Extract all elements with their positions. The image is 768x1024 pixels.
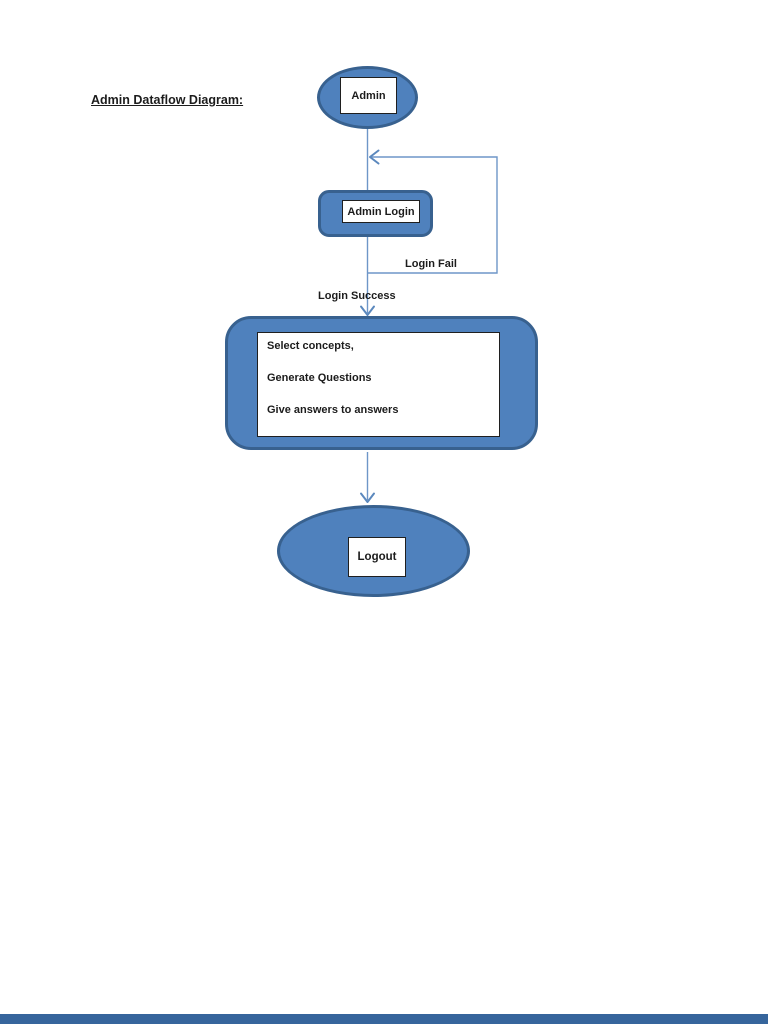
logout-label-box: Logout [348, 537, 406, 577]
admin-login-label: Admin Login [347, 205, 415, 218]
login-success-label: Login Success [318, 290, 396, 302]
process-line-generate-questions: Generate Questions [267, 372, 372, 384]
arrowhead-login-fail [369, 149, 380, 165]
arrowhead-to-logout [360, 492, 375, 503]
process-line-select-concepts: Select concepts, [267, 340, 354, 352]
logout-label: Logout [357, 551, 397, 563]
admin-node-label: Admin [351, 89, 386, 102]
admin-node-label-box: Admin [340, 77, 397, 114]
admin-login-label-box: Admin Login [342, 200, 420, 223]
page-title: Admin Dataflow Diagram: [91, 93, 244, 107]
login-fail-label: Login Fail [405, 258, 457, 270]
logout-node: Logout [277, 505, 470, 597]
process-line-give-answers: Give answers to answers [267, 404, 399, 416]
bottom-blue-bar [0, 1014, 768, 1024]
admin-node: Admin [317, 66, 418, 129]
arrowhead-login-success [360, 305, 375, 316]
process-label-box: Select concepts, Generate Questions Give… [257, 332, 500, 437]
admin-login-node: Admin Login [318, 190, 433, 237]
process-node: Select concepts, Generate Questions Give… [225, 316, 538, 450]
